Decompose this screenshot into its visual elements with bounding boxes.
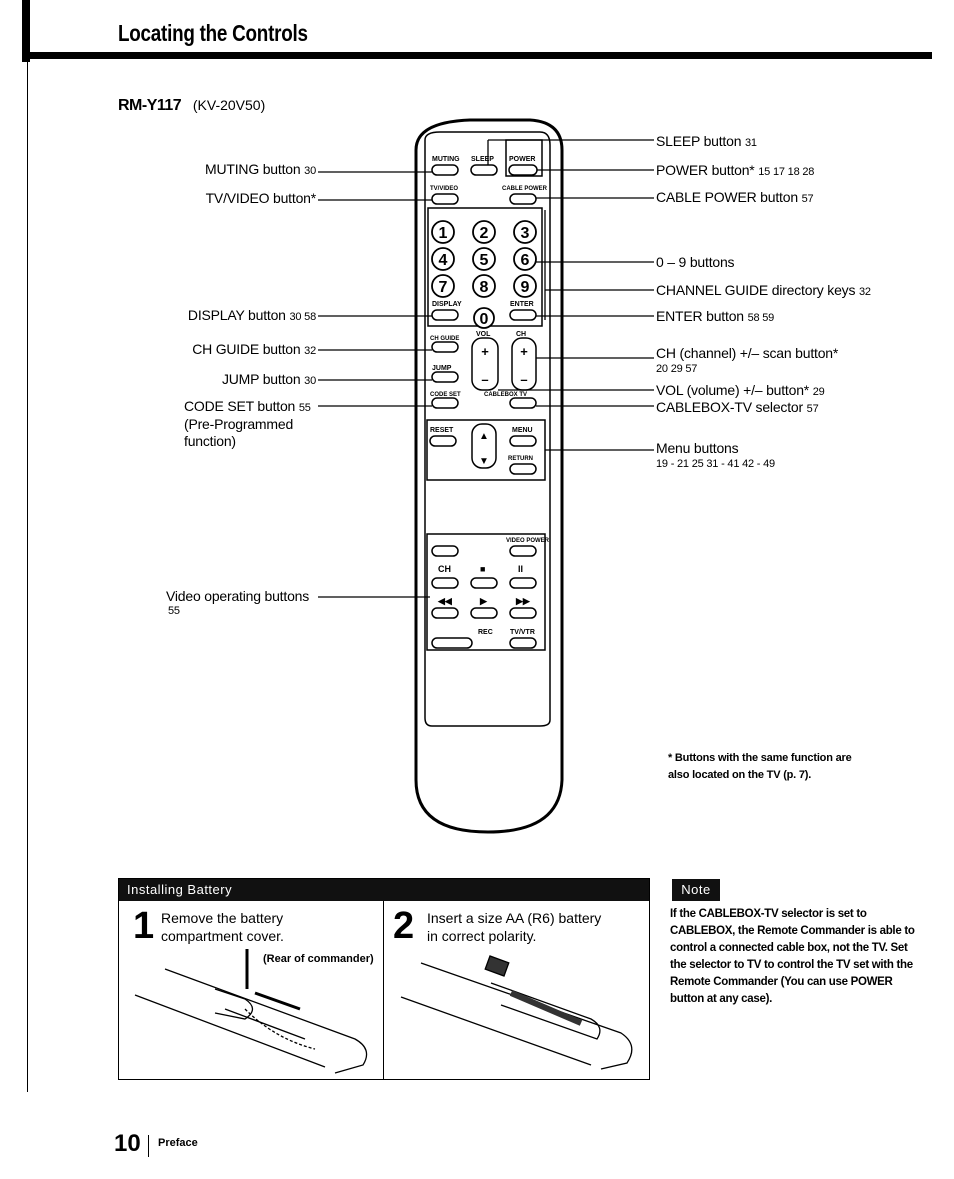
menu-marks: 19 - 21 25 31 - 41 42 - 49 [656,458,775,470]
label-enter: ENTER button 58 59 [656,308,775,324]
step-1-text: Remove the battery compartment cover. [161,910,284,944]
svg-text:▶: ▶ [479,596,488,606]
vol-key-label: VOL [476,331,491,338]
page-number: 10 [114,1130,141,1157]
svg-text:2: 2 [480,225,489,242]
label-vol: VOL (volume) +/– button* 29 [656,382,825,398]
jump-key-label: JUMP [432,365,452,372]
svg-text:1: 1 [439,225,448,242]
label-digits: 0 – 9 buttons [656,254,735,270]
page-title: Locating the Controls [118,20,308,46]
step-2-number: 2 [393,905,415,947]
label-cablebox-selector: CABLEBOX-TV selector 57 [656,399,819,415]
reset-key-label: RESET [430,427,454,434]
svg-text:9: 9 [521,279,530,296]
label-jump: JUMP button 30 [221,371,316,387]
svg-text:3: 3 [521,225,530,242]
label-chguide: CH GUIDE button 32 [192,341,316,357]
label-cable-power: CABLE POWER button 57 [656,189,814,205]
menu-key-label: MENU [512,427,533,434]
svg-text:0: 0 [480,311,489,328]
installing-battery-box: Installing Battery 1 Remove the battery … [118,878,650,1080]
label-power: POWER button* 15 17 18 28 [656,162,815,178]
svg-text:+: + [481,344,489,359]
footer-separator [148,1135,149,1157]
header-rule [22,52,932,59]
svg-text:◀◀: ◀◀ [437,596,453,606]
ch-key-label: CH [516,331,526,338]
muting-key-label: MUTING [432,156,460,163]
note-text: If the CABLEBOX-TV selector is set to CA… [670,908,915,1005]
label-display: DISPLAY button 30 58 [187,307,316,323]
svg-text:–: – [520,372,527,387]
tv-model: (KV-20V50) [192,97,266,113]
label-video-operating: Video operating buttons [166,588,310,604]
footnote: * Buttons with the same function are als… [668,752,852,781]
svg-text:II: II [518,564,523,574]
cableboxtv-key-label: CABLEBOX TV [484,392,527,398]
svg-text:7: 7 [439,279,448,296]
svg-text:▶▶: ▶▶ [515,596,531,606]
svg-text:▼: ▼ [479,456,489,467]
sleep-key-label: SLEEP [471,156,494,163]
svg-text:CH: CH [438,564,451,574]
label-menu: Menu buttons [656,440,739,456]
rec-key-label: REC [478,629,493,636]
return-key-label: RETURN [508,456,533,462]
svg-text:–: – [481,372,488,387]
svg-text:4: 4 [439,252,448,269]
step-2-text: Insert a size AA (R6) battery in correct… [427,910,602,944]
left-margin-line [27,62,28,1092]
label-tvvideo: TV/VIDEO button* [205,190,317,206]
left-margin-bar [22,0,30,62]
remote-model: RM-Y117 [118,97,182,114]
codeset-sub-1: (Pre-Programmed [184,416,294,432]
label-codeset: CODE SET button 55 [184,398,311,414]
label-muting: MUTING button 30 [205,161,316,177]
battery-insert-illustration [400,955,633,1070]
enter-key-label: ENTER [510,301,534,308]
tvvideo-key-label: TV/VIDEO [430,186,458,192]
video-ref-marks: 55 [168,605,180,617]
display-key-label: DISPLAY [432,301,462,308]
tvvtr-key-label: TV/VTR [510,629,535,636]
svg-text:+: + [520,344,528,359]
step-1-caption: (Rear of commander) [263,953,374,965]
ref-marks: 30 [304,165,316,177]
note-header: Note [672,879,720,901]
svg-text:8: 8 [480,279,489,296]
svg-text:5: 5 [480,252,489,269]
svg-text:▲: ▲ [479,431,489,442]
ch-scan-marks: 20 29 57 [656,363,698,375]
step-1-number: 1 [133,905,155,947]
power-key-label: POWER [509,156,535,163]
svg-text:■: ■ [480,564,485,574]
remote-rear-illustration [134,949,368,1074]
videopower-key-label: VIDEO POWER [506,538,550,544]
svg-text:6: 6 [521,252,530,269]
section-name: Preface [158,1137,198,1149]
codeset-key-label: CODE SET [430,392,461,398]
model-line: RM-Y117 (KV-20V50) [118,97,265,115]
codeset-sub-2: function) [184,433,236,449]
installing-header: Installing Battery [119,879,649,901]
cablepower-key-label: CABLE POWER [502,186,548,192]
label-sleep: SLEEP button 31 [656,133,757,149]
chguide-key-label: CH GUIDE [430,336,459,342]
label-channel-guide-keys: CHANNEL GUIDE directory keys 32 [656,282,871,298]
label-ch-scan: CH (channel) +/– scan button* [656,345,839,361]
